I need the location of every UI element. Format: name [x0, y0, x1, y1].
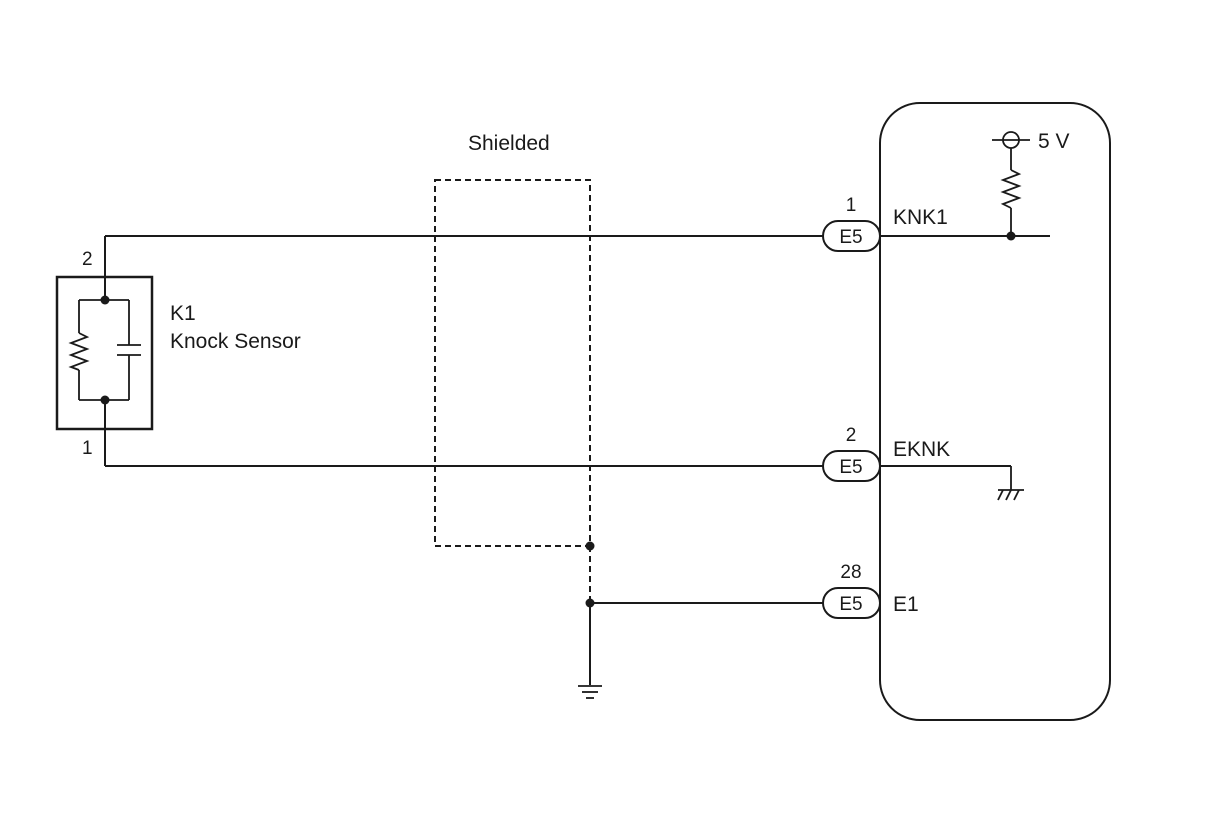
sensor-capacitor-icon: [117, 344, 141, 356]
pullup-resistor-icon: [1000, 169, 1022, 209]
svg-text:E5: E5: [839, 457, 862, 478]
knock-sensor: 2 1 K1 Knock Sensor: [55, 236, 301, 466]
chassis-ground-icon: [997, 466, 1024, 501]
pin-number-eknk: 2: [846, 425, 857, 446]
supply-5v: 5 V: [992, 130, 1070, 236]
shield-box: [434, 179, 591, 547]
signal-knk1: KNK1: [893, 206, 948, 229]
supply-label: 5 V: [1038, 130, 1070, 153]
connector-e1: E5 28 E1: [822, 562, 919, 619]
sensor-resistor-icon: [68, 332, 90, 371]
pin-number-knk1: 1: [846, 195, 857, 216]
sensor-pin-top: 2: [82, 249, 93, 270]
shield-label: Shielded: [468, 132, 550, 155]
ecm-box: [879, 102, 1111, 721]
signal-eknk: EKNK: [893, 438, 950, 461]
signal-e1: E1: [893, 593, 919, 616]
pin-number-e1: 28: [840, 562, 861, 583]
sensor-name: Knock Sensor: [170, 330, 301, 353]
ground-icon: [578, 685, 602, 699]
svg-text:E5: E5: [839, 594, 862, 615]
sensor-id: K1: [170, 302, 196, 325]
sensor-pin-bottom: 1: [82, 438, 93, 459]
connector-knk1: E5 1 KNK1: [822, 195, 948, 252]
connector-eknk: E5 2 EKNK: [822, 425, 950, 482]
svg-text:E5: E5: [839, 227, 862, 248]
